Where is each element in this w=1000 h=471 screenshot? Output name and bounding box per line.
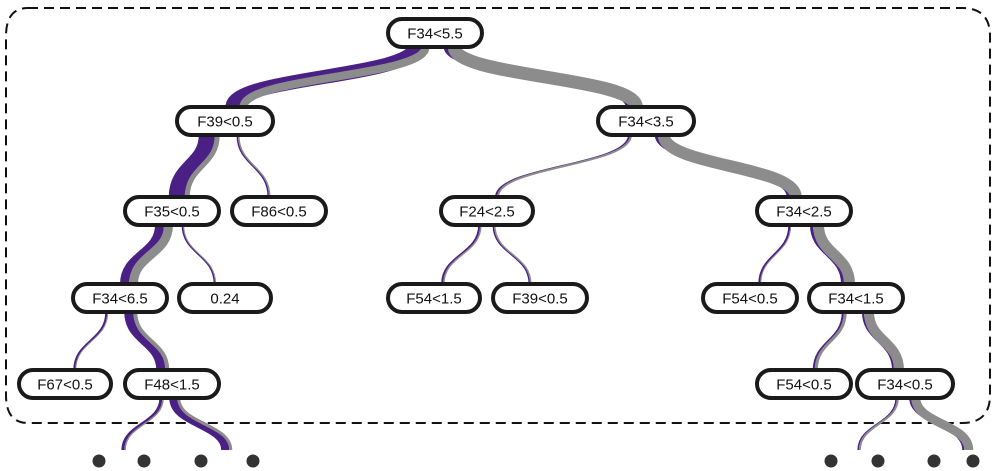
continuation-dot-3 bbox=[246, 454, 260, 468]
node-n4: F86<0.5 bbox=[230, 195, 328, 227]
edge-ribbon-class-b-9 bbox=[494, 224, 532, 285]
node-n15: F54<0.5 bbox=[755, 368, 853, 400]
edge-ribbon-class-a-10 bbox=[758, 224, 791, 285]
svg-text:F34<2.5: F34<2.5 bbox=[776, 204, 831, 221]
edge-ribbon-class-a-9 bbox=[492, 224, 530, 285]
edge-ribbon-class-b-2 bbox=[184, 134, 220, 198]
svg-text:F34<6.5: F34<6.5 bbox=[92, 291, 147, 308]
edge-ribbon-class-a-6 bbox=[120, 224, 164, 285]
edge-ribbon-class-b-10 bbox=[760, 224, 792, 285]
edge-ribbon-class-a-3 bbox=[236, 134, 269, 198]
svg-text:F34<3.5: F34<3.5 bbox=[618, 114, 673, 131]
svg-text:F34<1.5: F34<1.5 bbox=[828, 291, 883, 308]
continuation-dot-4 bbox=[824, 454, 838, 468]
edge-ribbon-class-b-15 bbox=[864, 311, 904, 371]
edge-ribbon-class-a-14 bbox=[812, 311, 844, 371]
edge-ribbon-class-b-5 bbox=[657, 133, 802, 199]
node-n14: F48<1.5 bbox=[123, 368, 221, 400]
svg-text:F48<1.5: F48<1.5 bbox=[144, 377, 199, 394]
svg-text:F39<0.5: F39<0.5 bbox=[512, 291, 567, 308]
edge-ribbon-class-b-18 bbox=[858, 397, 899, 451]
edge-ribbon-class-a-12 bbox=[73, 311, 108, 371]
edge-ribbon-class-b-16 bbox=[124, 397, 164, 451]
edge-ribbon-class-b-19 bbox=[911, 397, 974, 451]
node-n9: F54<1.5 bbox=[386, 282, 482, 314]
continuation-dots bbox=[92, 454, 980, 468]
node-n0: F34<5.5 bbox=[386, 17, 484, 49]
continuation-dot-6 bbox=[927, 454, 941, 468]
svg-text:F54<0.5: F54<0.5 bbox=[776, 377, 831, 394]
node-n8: 0.24 bbox=[177, 282, 273, 314]
continuation-dot-5 bbox=[871, 454, 885, 468]
edge-ribbon-class-b-3 bbox=[238, 134, 271, 198]
svg-text:F54<1.5: F54<1.5 bbox=[406, 291, 461, 308]
node-n11: F54<0.5 bbox=[701, 282, 799, 314]
node-n13: F67<0.5 bbox=[17, 368, 113, 400]
svg-text:F34<0.5: F34<0.5 bbox=[877, 377, 932, 394]
dashed-boundary-frame bbox=[5, 7, 991, 424]
svg-text:0.24: 0.24 bbox=[210, 291, 239, 308]
tree-nodes: F34<5.5 F39<0.5 F34<3.5 F35<0.5 F86<0.5 … bbox=[17, 17, 955, 400]
continuation-dot-1 bbox=[137, 454, 151, 468]
svg-text:F24<2.5: F24<2.5 bbox=[459, 204, 514, 221]
edge-ribbon-class-a-16 bbox=[121, 397, 163, 451]
continuation-dot-0 bbox=[92, 454, 106, 468]
node-n5: F24<2.5 bbox=[439, 195, 535, 227]
edge-ribbon-class-a-8 bbox=[441, 224, 481, 285]
node-n3: F35<0.5 bbox=[123, 195, 221, 227]
node-n16: F34<0.5 bbox=[855, 368, 955, 400]
edge-ribbon-class-b-4 bbox=[497, 134, 632, 198]
svg-text:F35<0.5: F35<0.5 bbox=[144, 204, 199, 221]
edge-ribbon-class-b-6 bbox=[129, 224, 173, 285]
edge-ribbon-class-a-13 bbox=[124, 311, 166, 371]
edge-ribbon-class-b-12 bbox=[75, 311, 109, 371]
svg-text:F34<5.5: F34<5.5 bbox=[407, 26, 462, 43]
svg-text:F86<0.5: F86<0.5 bbox=[251, 204, 306, 221]
edge-ribbon-class-b-14 bbox=[814, 311, 847, 371]
edge-ribbon-class-b-13 bbox=[133, 311, 170, 371]
edge-ribbon-class-b-17 bbox=[177, 397, 233, 451]
node-n7: F34<6.5 bbox=[71, 282, 169, 314]
continuation-dot-2 bbox=[194, 454, 208, 468]
edge-ribbon-class-a-17 bbox=[169, 397, 230, 451]
edge-ribbon-class-a-2 bbox=[168, 134, 215, 198]
svg-text:F39<0.5: F39<0.5 bbox=[197, 114, 252, 131]
edge-ribbon-class-a-7 bbox=[181, 224, 216, 285]
node-n10: F39<0.5 bbox=[491, 282, 589, 314]
edge-ribbon-class-b-11 bbox=[813, 224, 855, 285]
node-n6: F34<2.5 bbox=[755, 195, 853, 227]
svg-text:F54<0.5: F54<0.5 bbox=[722, 291, 777, 308]
svg-text:F67<0.5: F67<0.5 bbox=[37, 377, 92, 394]
edge-ribbon-class-b-7 bbox=[183, 224, 217, 285]
tree-edges bbox=[73, 44, 974, 451]
node-n1: F39<0.5 bbox=[175, 105, 275, 137]
edge-ribbon-class-b-0 bbox=[239, 45, 430, 109]
node-n12: F34<1.5 bbox=[807, 282, 905, 314]
edge-ribbon-class-b-1 bbox=[447, 44, 643, 110]
node-n2: F34<3.5 bbox=[596, 105, 696, 137]
continuation-dot-7 bbox=[966, 454, 980, 468]
edge-ribbon-class-b-8 bbox=[443, 224, 482, 285]
